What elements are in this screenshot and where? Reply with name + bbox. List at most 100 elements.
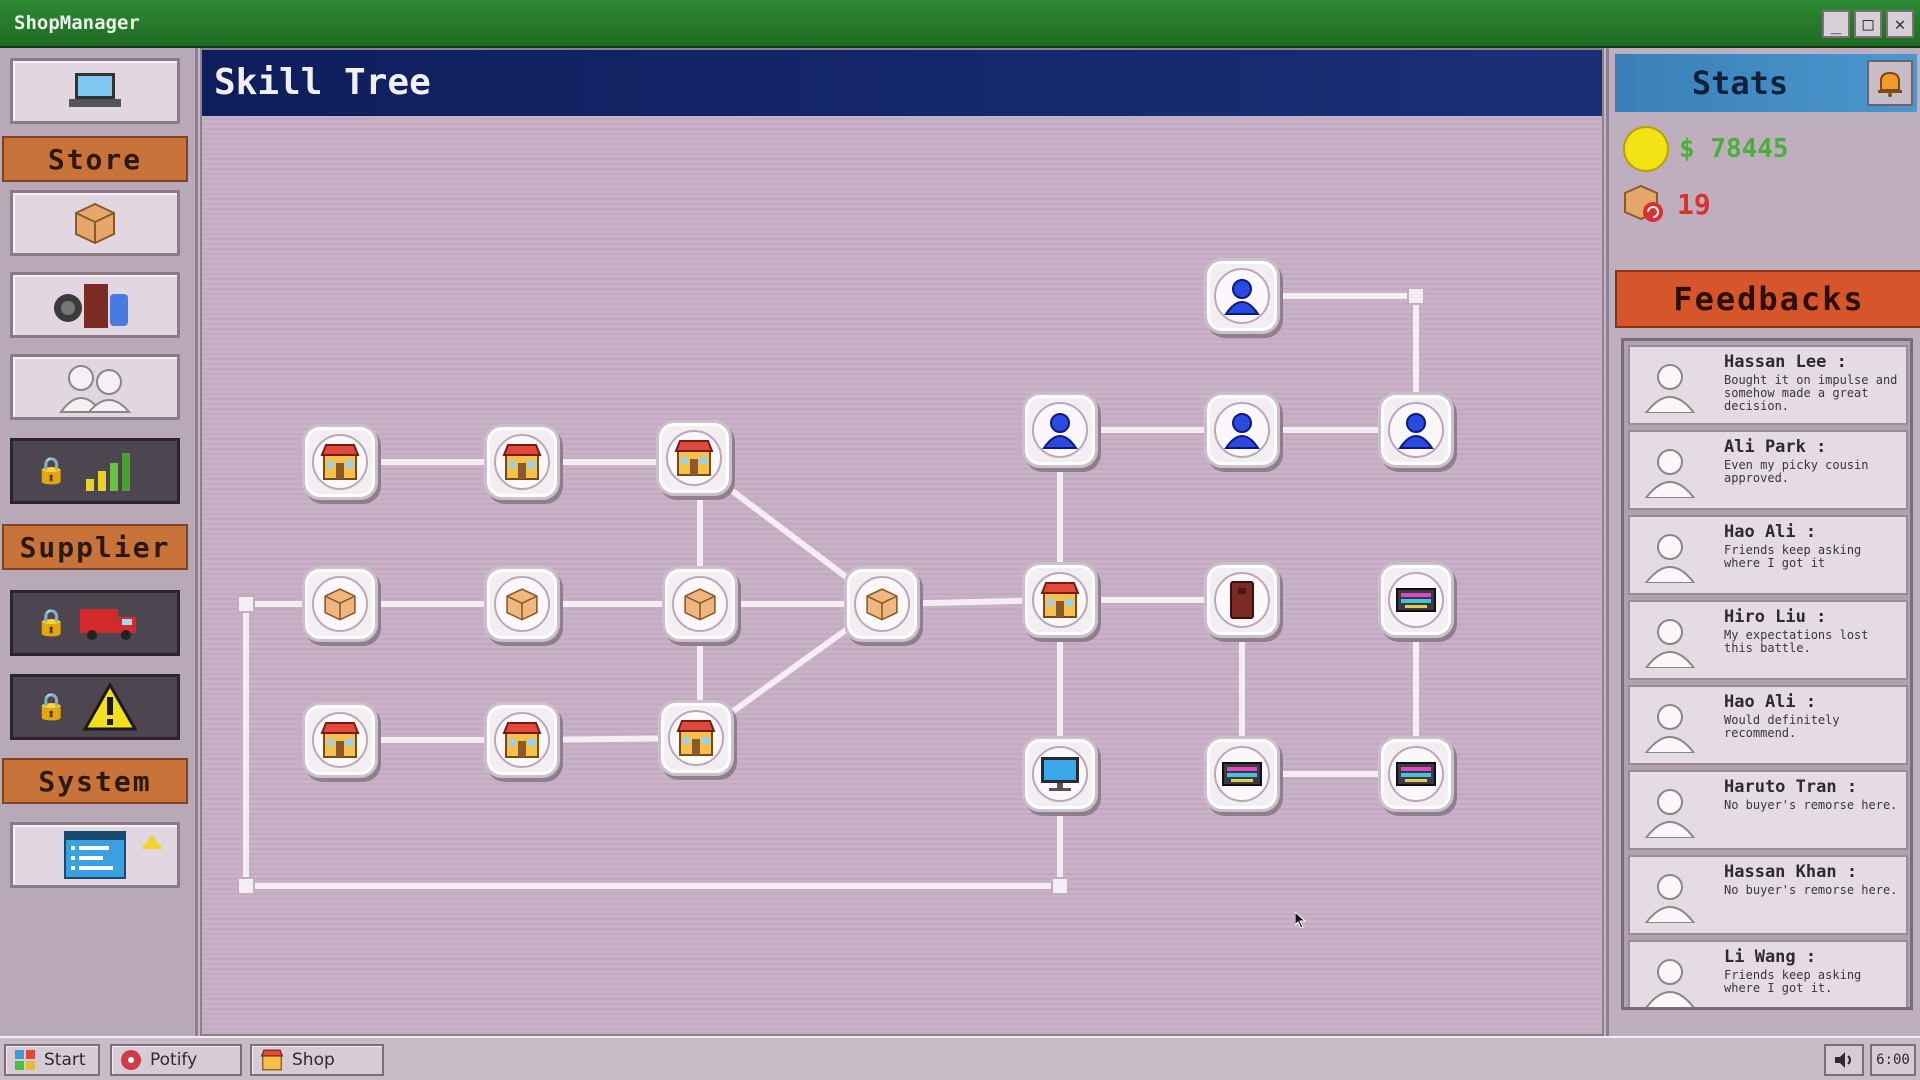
storefront-icon — [260, 1049, 284, 1071]
feedback-author: Ali Park : — [1724, 437, 1827, 457]
storefront-icon — [1040, 582, 1080, 618]
warning-button-locked[interactable]: 🔒 — [10, 674, 180, 740]
box-count-display: 19 — [1623, 184, 1711, 224]
avatar — [1645, 959, 1695, 1007]
store-section-header: Store — [2, 136, 188, 182]
start-button[interactable]: Start — [4, 1044, 100, 1076]
potify-taskbar-button[interactable]: Potify — [110, 1044, 242, 1076]
people-icon — [59, 365, 132, 413]
notifications-button[interactable] — [1867, 60, 1913, 106]
truck-icon — [80, 609, 136, 640]
list-item: Hassan Lee : Bought it on impulse and so… — [1628, 345, 1908, 425]
start-label: Start — [44, 1050, 86, 1070]
storefront-icon — [502, 444, 542, 480]
feedback-list[interactable]: Hassan Lee : Bought it on impulse and so… — [1621, 338, 1913, 1010]
skill-node-store-3[interactable] — [656, 420, 732, 496]
notification-arrow-icon — [141, 835, 163, 849]
box-icon — [506, 588, 538, 621]
skill-node-keyboard-2[interactable] — [1204, 736, 1280, 812]
feedback-text: Friends keep asking where I got it — [1724, 543, 1862, 570]
list-item: Hassan Khan : No buyer's remorse here. — [1628, 855, 1908, 935]
storefront-icon — [320, 722, 360, 758]
box-return-icon — [1624, 184, 1663, 222]
feedback-text: No buyer's remorse here. — [1724, 883, 1898, 897]
skill-node-store-2[interactable] — [484, 424, 560, 500]
person-icon — [1398, 413, 1434, 449]
title-bar: ShopManager _ □ ✕ — [0, 0, 1920, 48]
stats-header: Stats — [1615, 54, 1917, 112]
box-icon — [324, 588, 356, 621]
storefront-icon — [674, 440, 714, 476]
person-icon — [1224, 413, 1260, 449]
skill-node-staff-2[interactable] — [1022, 392, 1098, 468]
list-item: Li Wang : Friends keep asking where I go… — [1628, 940, 1908, 1007]
coin-icon — [1623, 126, 1669, 172]
avatar — [1644, 534, 1696, 583]
skill-node-store-4[interactable] — [302, 702, 378, 778]
feedback-text: My expectations lost this battle. — [1724, 628, 1869, 655]
bell-icon — [1878, 71, 1902, 97]
monitor-icon — [1041, 757, 1079, 791]
system-window-button[interactable] — [10, 822, 180, 888]
skill-node-box-2[interactable] — [484, 566, 560, 642]
skill-node-store-6[interactable] — [658, 700, 734, 776]
music-disc-icon — [121, 1050, 141, 1070]
avatar — [1644, 619, 1696, 668]
employees-button[interactable] — [10, 354, 180, 420]
laptop-icon — [69, 73, 121, 107]
skill-node-store-1[interactable] — [302, 424, 378, 500]
page-title: Skill Tree — [214, 62, 431, 103]
mouse-cursor-icon — [1295, 912, 1307, 928]
skill-node-monitor[interactable] — [1022, 736, 1098, 812]
box-icon — [75, 202, 115, 245]
box-icon — [866, 588, 898, 621]
analytics-button-locked[interactable]: 🔒 — [10, 438, 180, 504]
delivery-button-locked[interactable]: 🔒 — [10, 590, 180, 656]
feedback-text: Bought it on impulse and somehow made a … — [1724, 373, 1898, 413]
system-section-header: System — [2, 758, 188, 804]
skill-node-staff-3[interactable] — [1204, 392, 1280, 468]
lock-icon: 🔒 — [35, 608, 68, 638]
bar-chart-icon — [86, 453, 130, 491]
skill-node-staff-1[interactable] — [1204, 258, 1280, 334]
keyboard-icon — [1222, 762, 1262, 786]
maximize-button[interactable]: □ — [1854, 10, 1882, 38]
feedback-author: Hassan Lee : — [1724, 352, 1847, 372]
avatar — [1644, 704, 1696, 753]
close-button[interactable]: ✕ — [1886, 10, 1914, 38]
avatar — [1644, 789, 1696, 838]
supplier-section-header: Supplier — [2, 524, 188, 570]
taskbar: Start Potify Shop 6:00 — [0, 1036, 1920, 1080]
list-item: Hao Ali : Friends keep asking where I go… — [1628, 515, 1908, 595]
skill-node-store-7[interactable] — [1022, 562, 1098, 638]
app-title: ShopManager — [14, 12, 140, 34]
potify-label: Potify — [150, 1050, 198, 1070]
minimize-button[interactable]: _ — [1822, 10, 1850, 38]
storefront-icon — [502, 722, 542, 758]
skill-node-phone[interactable] — [1204, 562, 1280, 638]
feedback-author: Hassan Khan : — [1724, 862, 1858, 882]
start-grid-icon — [15, 1050, 35, 1070]
skill-node-box-4[interactable] — [844, 566, 920, 642]
box-count-value: 19 — [1677, 187, 1711, 221]
skill-node-box-1[interactable] — [302, 566, 378, 642]
skill-node-keyboard-3[interactable] — [1378, 736, 1454, 812]
feedback-author: Li Wang : — [1724, 947, 1817, 967]
skill-node-store-5[interactable] — [484, 702, 560, 778]
devices-icon — [54, 284, 128, 328]
money-value: $ 78445 — [1679, 134, 1789, 164]
products-box-button[interactable] — [10, 190, 180, 256]
computer-button[interactable] — [10, 58, 180, 124]
skill-node-keyboard-1[interactable] — [1378, 562, 1454, 638]
skill-node-staff-4[interactable] — [1378, 392, 1454, 468]
shop-taskbar-button[interactable]: Shop — [250, 1044, 384, 1076]
feedback-author: Haruto Tran : — [1724, 777, 1858, 797]
avatar — [1644, 449, 1696, 498]
list-item: Hiro Liu : My expectations lost this bat… — [1628, 600, 1908, 680]
skill-node-box-3[interactable] — [662, 566, 738, 642]
electronics-button[interactable] — [10, 272, 180, 338]
skill-tree-panel: Skill Tree — [200, 48, 1604, 1036]
volume-button[interactable] — [1824, 1044, 1864, 1076]
person-icon — [1224, 279, 1260, 315]
speaker-icon — [1835, 1052, 1851, 1068]
